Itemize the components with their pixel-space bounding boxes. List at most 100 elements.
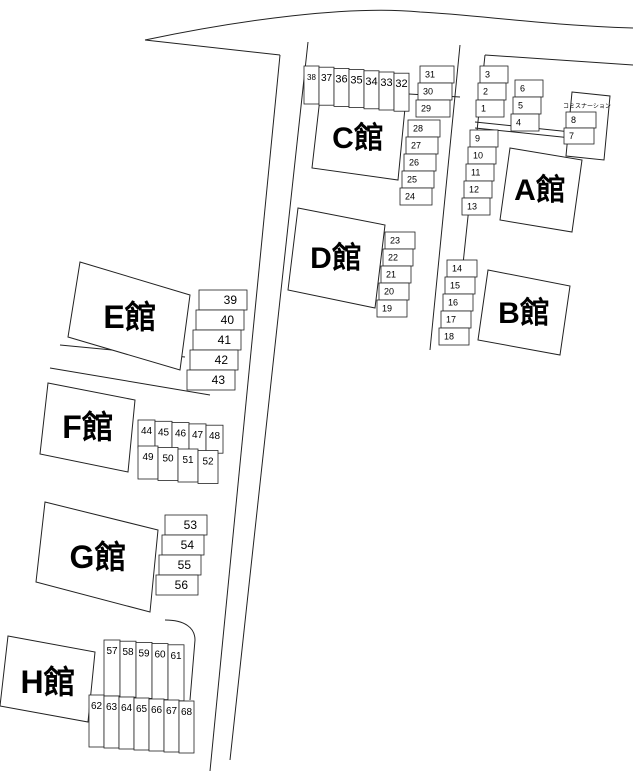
parking-stall: 21 (380, 265, 412, 284)
parking-stall: 67 (163, 699, 180, 753)
road-main-left (209, 54, 281, 771)
parking-stall: 37 (318, 66, 335, 106)
stall-number: 4 (516, 118, 521, 128)
building-h: H館 (0, 635, 96, 723)
stall-number: 9 (475, 134, 480, 144)
parking-stall: 22 (382, 248, 414, 267)
parking-stall: 30 (417, 82, 453, 101)
stall-number: 43 (212, 373, 226, 387)
stall-number: 12 (469, 185, 479, 195)
parking-stall: 12 (463, 180, 493, 199)
parking-stall: 32 (393, 72, 410, 112)
stall-number: 67 (166, 706, 178, 717)
stall-number: 54 (181, 538, 195, 552)
parking-stall: 17 (440, 310, 472, 329)
parking-stall: 35 (348, 69, 365, 108)
stall-number: 61 (170, 651, 182, 662)
stall-number: 26 (409, 158, 419, 168)
building-a: A館 (499, 147, 583, 233)
parking-stall: 65 (133, 697, 150, 751)
stall-number: 22 (388, 253, 398, 263)
parking-stall: 36 (333, 68, 350, 107)
parking-stall: 62 (88, 694, 105, 748)
road-main-right (229, 41, 309, 761)
stall-number: 24 (405, 192, 415, 202)
parking-stall: 31 (419, 65, 455, 84)
building-c: C館 (311, 97, 406, 181)
parking-stall: 64 (118, 696, 135, 750)
road-c-right (429, 44, 461, 351)
stall-number: 13 (467, 202, 477, 212)
stall-number: 32 (395, 78, 407, 90)
parking-stall: 41 (192, 329, 242, 351)
stall-number: 8 (571, 115, 576, 125)
parking-stall: 11 (465, 163, 495, 182)
road-f-top (49, 367, 211, 396)
parking-stall: 6 (514, 79, 544, 98)
building-h-label: H館 (20, 664, 75, 700)
stall-number: 15 (450, 281, 460, 291)
parking-stall: 10 (467, 146, 497, 165)
parking-stall: 14 (446, 259, 478, 278)
building-f-label: F館 (62, 409, 114, 445)
parking-stall: 49 (137, 445, 159, 480)
stall-number: 6 (520, 84, 525, 94)
parking-stall: 68 (178, 700, 195, 754)
parking-stall: 5 (512, 96, 542, 115)
parking-stall: 3 (479, 65, 509, 84)
building-e: E館 (67, 261, 191, 371)
stall-number: 19 (382, 304, 392, 314)
parking-stall: 53 (164, 514, 208, 536)
stall-number: 48 (209, 431, 221, 442)
stall-number: 64 (121, 703, 133, 714)
parking-stall: 45 (154, 420, 173, 450)
parking-stall: 19 (376, 299, 408, 318)
parking-stall: 43 (186, 369, 236, 391)
stall-number: 58 (122, 647, 134, 658)
stall-number: 46 (175, 429, 187, 440)
stall-number: 31 (425, 70, 435, 80)
parking-stall: 51 (177, 448, 199, 483)
parking-stall: 25 (401, 170, 435, 189)
stall-number: 1 (481, 104, 486, 114)
stall-number: 66 (151, 705, 163, 716)
stall-number: 5 (518, 101, 523, 111)
building-g: G館 (35, 501, 159, 613)
parking-stall: 9 (469, 129, 499, 148)
parking-stall: 58 (119, 640, 137, 698)
parking-stall: 63 (103, 695, 120, 749)
stall-number: 38 (307, 73, 316, 82)
stall-number: 17 (446, 315, 456, 325)
parking-stall: 1 (475, 99, 505, 118)
building-a-label: A館 (514, 173, 566, 207)
stall-number: 45 (158, 427, 170, 438)
stall-number: 59 (138, 648, 150, 659)
parking-stall: 42 (189, 349, 239, 371)
parking-stall: 47 (188, 423, 207, 453)
parking-stall: 26 (403, 153, 437, 172)
stall-number: 60 (154, 650, 166, 661)
convenience-store-label: コミスナーション (563, 103, 611, 110)
building-d: D館 (287, 207, 386, 309)
parking-stall: 52 (197, 450, 219, 484)
parking-stall: 46 (171, 422, 190, 452)
stall-number: 29 (421, 104, 431, 114)
parking-stall: 18 (438, 327, 470, 346)
stall-number: 52 (202, 457, 214, 468)
stall-number: 68 (181, 707, 193, 718)
buildings: A館 B館 C館 D館 E館 F館 G館 H館 (0, 91, 611, 723)
parking-stall: 28 (407, 119, 441, 138)
parking-stall: 48 (205, 424, 224, 454)
parking-stall: 66 (148, 698, 165, 752)
stall-number: 10 (473, 151, 483, 161)
stall-number: 20 (384, 287, 394, 297)
stall-number: 7 (569, 131, 574, 141)
parking-stall: 23 (384, 231, 416, 250)
stall-number: 50 (162, 454, 174, 465)
stall-number: 30 (423, 87, 433, 97)
parking-stall: 15 (444, 276, 476, 295)
stall-number: 39 (224, 293, 238, 307)
building-e-label: E館 (103, 299, 156, 335)
stall-number: 47 (192, 430, 204, 441)
